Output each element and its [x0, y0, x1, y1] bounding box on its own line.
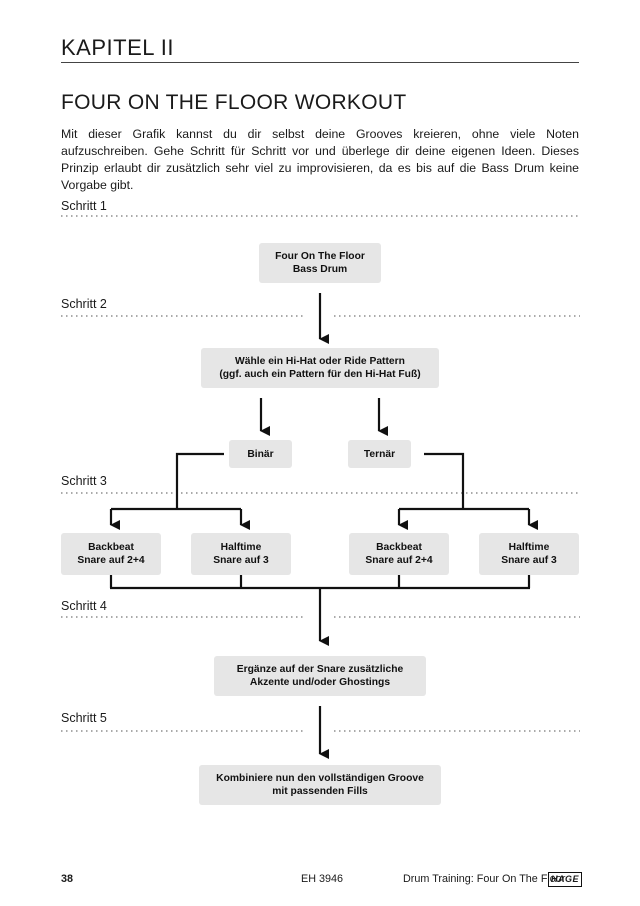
edition-code: EH 3946	[301, 873, 343, 885]
ternaer-connector	[424, 454, 463, 509]
book-title: Drum Training: Four On The Floor	[403, 873, 565, 885]
box-ternaer: Ternär	[348, 440, 411, 468]
publisher-logo: HAGE	[548, 872, 582, 887]
binaer-connector	[177, 454, 224, 509]
box-hihat-pattern: Wähle ein Hi-Hat oder Ride Pattern(ggf. …	[201, 348, 439, 388]
box-binaer: Binär	[229, 440, 292, 468]
page-number: 38	[61, 873, 73, 885]
